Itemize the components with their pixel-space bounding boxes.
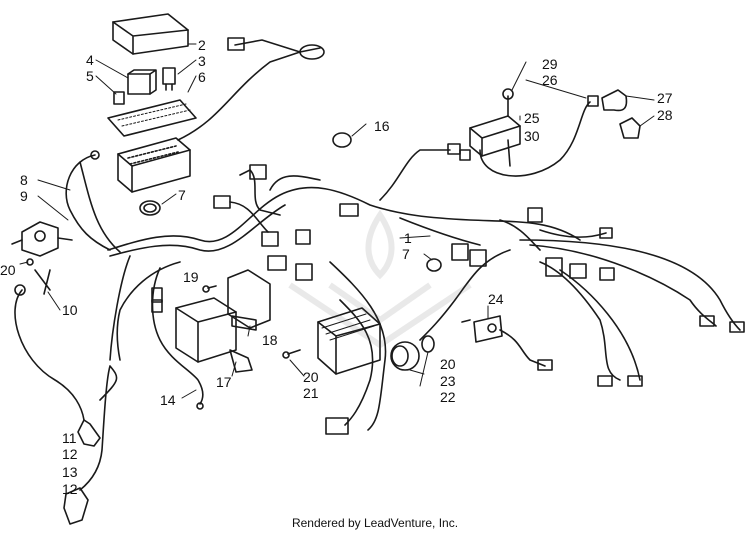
- connector-oval: [299, 44, 325, 60]
- part-label-22: 22: [440, 389, 456, 405]
- connector: [451, 243, 469, 261]
- bolt: [507, 95, 511, 167]
- part-label-2: 2: [198, 37, 206, 53]
- switch-22: [390, 341, 420, 371]
- part-label-6: 6: [198, 69, 206, 85]
- connector: [267, 255, 287, 271]
- grommet: [587, 95, 599, 107]
- connector: [261, 231, 279, 247]
- connector: [599, 227, 613, 239]
- fuse-label: [107, 99, 197, 137]
- hose-elbow-27: [601, 89, 628, 112]
- part-label-9: 9: [20, 188, 28, 204]
- part-label-16: 16: [374, 118, 390, 134]
- connector: [151, 299, 163, 313]
- nut-29: [502, 88, 514, 100]
- connector: [151, 287, 163, 303]
- part-label-29: 29: [542, 56, 558, 72]
- o-ring-7b: [426, 258, 442, 272]
- part-label-24: 24: [488, 291, 504, 307]
- cap-28: [619, 117, 641, 139]
- part-label-21: 21: [303, 385, 319, 401]
- part-label-8: 8: [20, 172, 28, 188]
- connector: [729, 321, 745, 333]
- part-label-7-lower: 7: [402, 246, 410, 262]
- fuse-box-cover: [112, 13, 189, 55]
- bracket-24: [473, 315, 503, 343]
- part-label-10: 10: [62, 302, 78, 318]
- part-label-20-right: 20: [440, 356, 456, 372]
- clamp-16: [332, 132, 352, 148]
- part-label-20-middle: 20: [303, 369, 319, 385]
- part-label-17: 17: [216, 374, 232, 390]
- connector-plug: [325, 417, 349, 435]
- connector: [227, 37, 245, 51]
- connector: [469, 249, 487, 267]
- starter-solenoid: [11, 221, 73, 257]
- voltage-regulator: [317, 261, 387, 431]
- connector: [295, 229, 311, 245]
- fuse-small: [113, 91, 125, 105]
- part-label-23: 23: [440, 373, 456, 389]
- connector: [537, 359, 553, 371]
- part-label-19: 19: [183, 269, 199, 285]
- terminal-boot: [77, 419, 101, 447]
- part-label-14: 14: [160, 392, 176, 408]
- connector: [213, 195, 231, 209]
- connector: [599, 267, 615, 281]
- cdi-module-17: [175, 297, 237, 363]
- fuse-box: [117, 137, 191, 193]
- connector: [447, 143, 461, 155]
- part-label-28: 28: [657, 107, 673, 123]
- terminal-boot-2: [63, 487, 89, 525]
- connector: [339, 203, 359, 217]
- bracket-18: [227, 269, 271, 331]
- connector: [699, 315, 715, 327]
- module-plug: [229, 349, 253, 373]
- connector: [527, 207, 543, 223]
- part-label-30: 30: [524, 128, 540, 144]
- part-label-26: 26: [542, 72, 558, 88]
- ring-terminal: [14, 284, 26, 296]
- connector: [627, 375, 643, 387]
- part-label-7-upper: 7: [178, 187, 186, 203]
- rendered-by-footer: Rendered by LeadVenture, Inc.: [291, 516, 459, 530]
- part-label-12-lower: 12: [62, 481, 78, 497]
- part-label-1: 1: [404, 230, 412, 246]
- part-label-25: 25: [524, 110, 540, 126]
- o-ring-7: [139, 200, 161, 216]
- connector: [545, 257, 563, 277]
- part-label-5: 5: [86, 68, 94, 84]
- part-label-20-left: 20: [0, 262, 16, 278]
- screw-20: [287, 349, 301, 355]
- relay: [127, 69, 157, 95]
- part-label-3: 3: [198, 53, 206, 69]
- connector: [569, 263, 587, 279]
- connector: [249, 164, 267, 180]
- part-label-12-upper: 12: [62, 446, 78, 462]
- part-label-18: 18: [262, 332, 278, 348]
- part-label-27: 27: [657, 90, 673, 106]
- ring-terminal: [90, 150, 100, 160]
- control-module-25: [469, 115, 521, 157]
- part-label-4: 4: [86, 52, 94, 68]
- connector: [597, 375, 613, 387]
- fuse: [162, 67, 176, 91]
- connector: [295, 263, 313, 281]
- screw-20b: [461, 319, 471, 323]
- part-label-11: 11: [62, 430, 77, 446]
- watermark-logo: [288, 209, 472, 349]
- part-label-13: 13: [62, 464, 78, 480]
- connector: [459, 149, 471, 161]
